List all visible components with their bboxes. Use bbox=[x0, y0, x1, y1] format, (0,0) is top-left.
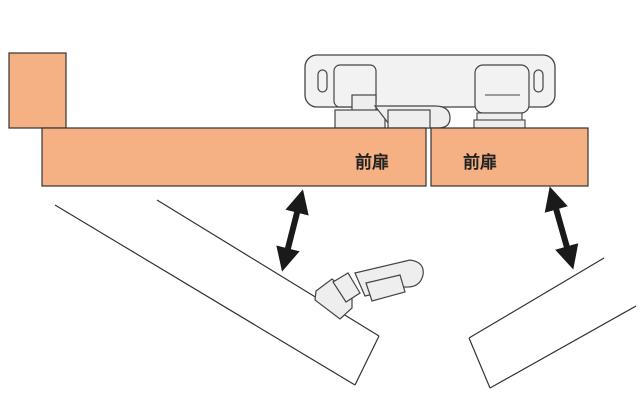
motion-arrow-left bbox=[276, 189, 309, 272]
motion-arrow-right bbox=[544, 186, 579, 270]
cabinet-side-panel bbox=[8, 52, 67, 129]
front-door-left bbox=[41, 127, 427, 187]
front-door-right bbox=[430, 127, 589, 187]
front-door-right-label: 前扉 bbox=[463, 152, 497, 173]
hinge-arm-open bbox=[314, 259, 424, 320]
hinge-mounting-plate bbox=[304, 54, 556, 114]
right-door-open-outline bbox=[468, 257, 637, 389]
front-door-left-label: 前扉 bbox=[355, 152, 389, 173]
hinge-arm-top bbox=[334, 94, 526, 129]
